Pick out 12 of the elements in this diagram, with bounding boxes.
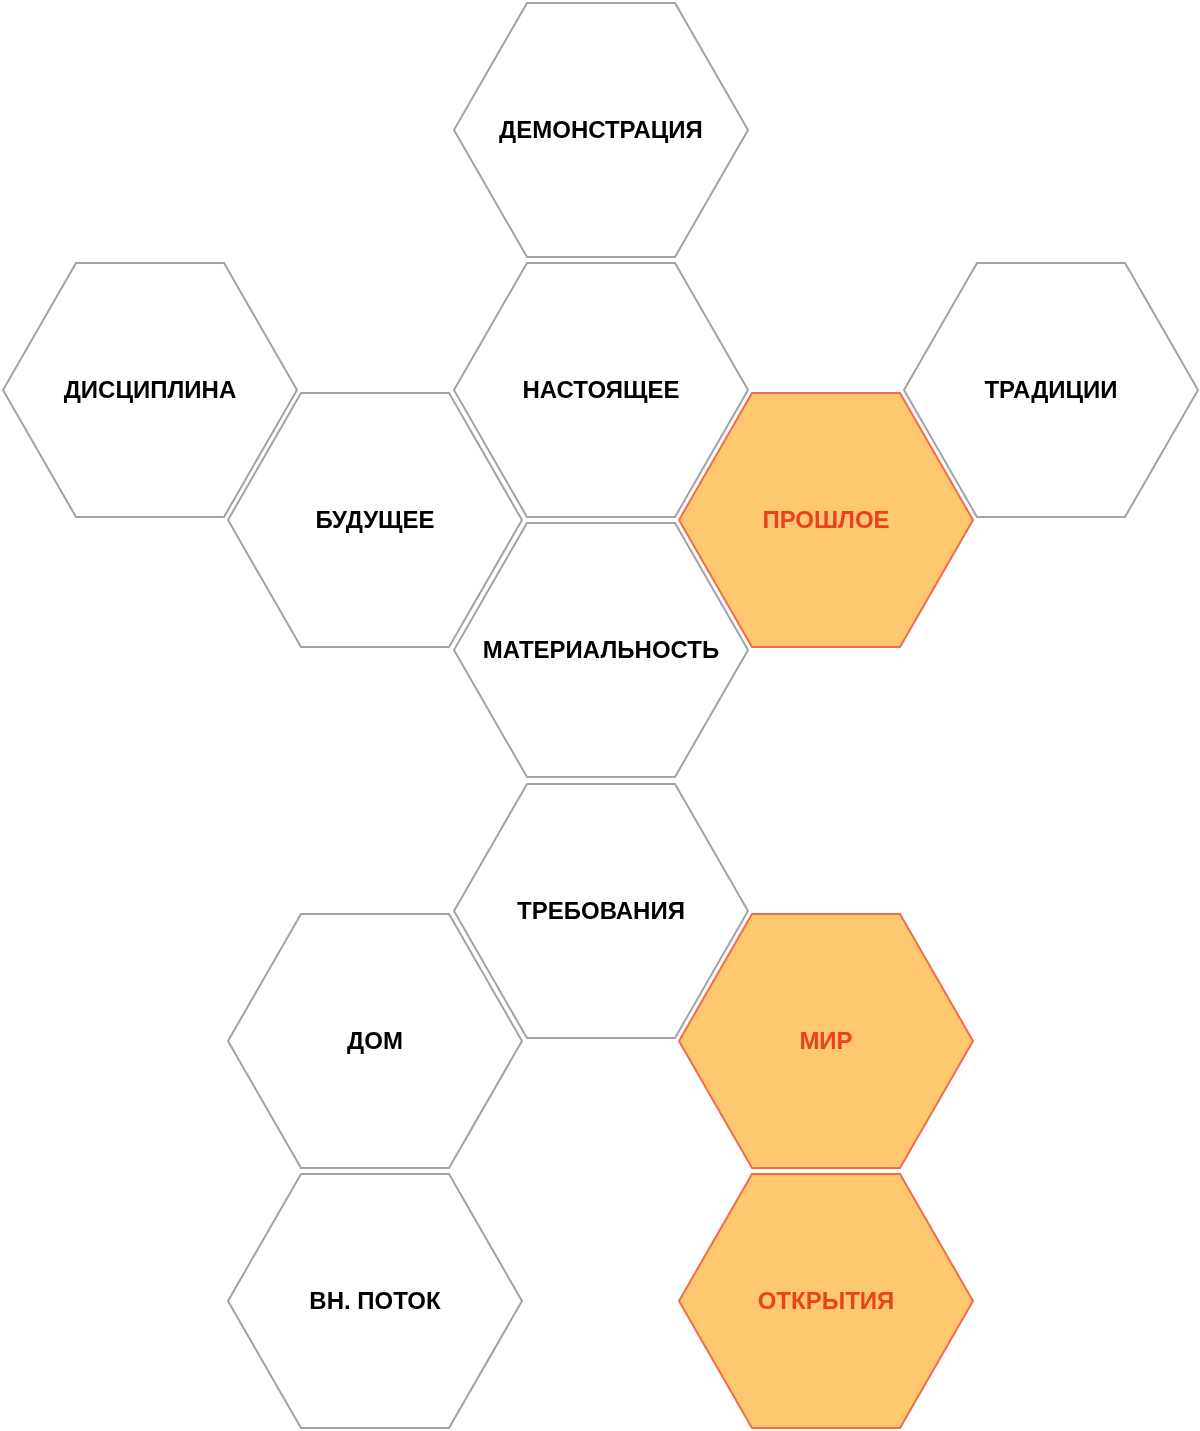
hexagon-label: ПРОШЛОЕ <box>762 505 890 535</box>
hexagon-label: ДЕМОНСТРАЦИЯ <box>499 115 703 145</box>
hexagon-label: МАТЕРИАЛЬНОСТЬ <box>482 635 720 665</box>
hexagon-label: БУДУЩЕЕ <box>315 505 435 535</box>
hexagon-label: ВН. ПОТОК <box>309 1286 441 1316</box>
hexagon-label: МИР <box>799 1026 853 1056</box>
hexagon-label: ДОМ <box>347 1026 403 1056</box>
hexagon-label: ТРЕБОВАНИЯ <box>517 896 685 926</box>
hexagon-label: ТРАДИЦИИ <box>984 375 1118 405</box>
hexagon-label: ДИСЦИПЛИНА <box>63 375 237 405</box>
hexagon-label: ОТКРЫТИЯ <box>757 1286 895 1316</box>
hexagon-label: НАСТОЯЩЕЕ <box>522 375 680 405</box>
